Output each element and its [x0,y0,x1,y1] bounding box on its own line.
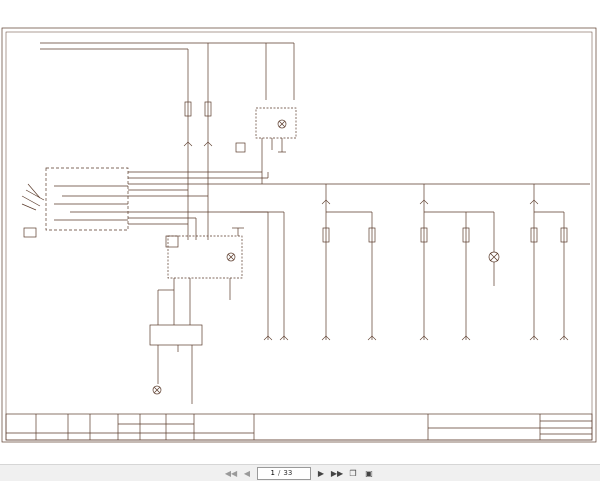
connector-symbol-left [23,227,37,238]
relay-lamp-middle [226,252,236,262]
page-number-box: / 33 [257,466,311,480]
page-separator: / [278,469,281,477]
warning-symbol [165,235,179,248]
fuse-f1 [184,101,192,117]
connector-symbol-top [235,142,246,153]
page-number-input[interactable] [261,469,275,477]
wiring-diagram [1,27,597,443]
previous-page-icon[interactable]: ◀ [243,468,251,478]
controller-box [149,324,203,346]
relay-lamp-top [277,119,287,129]
copy-icon[interactable]: ❐ [349,468,357,478]
total-pages: 33 [283,469,293,477]
next-page-icon[interactable]: ▶ [317,468,325,478]
relay-module-top [255,107,297,139]
indicator-lamp-bottom [152,385,162,395]
outer-border [1,27,597,443]
fuse-f2 [204,101,212,117]
schematic-sheet [1,27,597,443]
last-page-icon[interactable]: ▶▶ [330,468,344,478]
pdf-viewer-toolbar: ◀◀ ◀ / 33 ▶ ▶▶ ❐ ▣ [0,464,600,481]
title-block [5,413,593,441]
inner-border [5,31,593,441]
switch-assembly [45,167,129,231]
relay-module-middle [167,235,243,279]
view-mode-icon[interactable]: ▣ [365,468,373,478]
first-page-icon[interactable]: ◀◀ [224,468,238,478]
